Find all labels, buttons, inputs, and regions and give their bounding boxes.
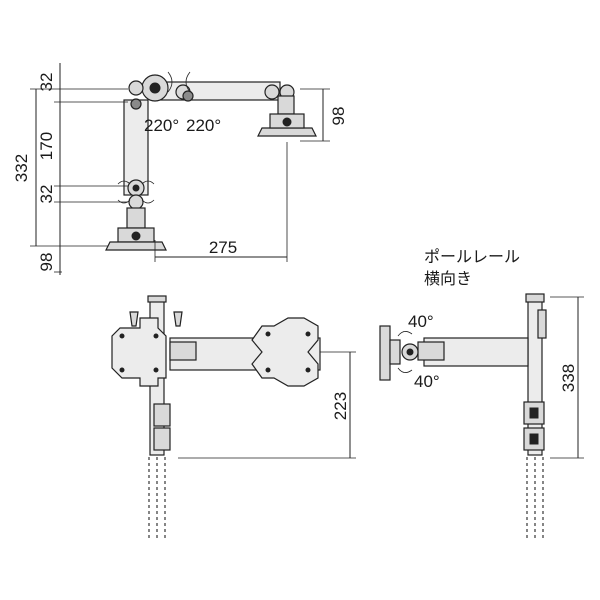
angle-220-left: 220° (144, 116, 179, 135)
right-clamp-post (277, 95, 295, 115)
vertical-arm-segment (123, 99, 149, 196)
angle-220-right: 220° (186, 116, 221, 135)
dim-32-mid: 32 (37, 185, 56, 204)
dim-332: 332 (12, 154, 31, 182)
front-dimension-lines (178, 351, 356, 459)
pole-clamp-lower (153, 427, 171, 451)
rotation-arrow-left (167, 71, 173, 93)
dim-98-left: 98 (37, 253, 56, 272)
side-monitor-plate (379, 325, 391, 381)
dim-275: 275 (209, 238, 237, 257)
horizontal-arm-segment (149, 81, 281, 101)
left-clamp-post (126, 207, 146, 229)
tilt-arrow-up (397, 331, 413, 337)
left-vesa-plate (111, 317, 167, 387)
right-knob-bolt (173, 311, 183, 327)
top-arm-assembly (105, 71, 317, 251)
left-clamp-base (105, 241, 167, 251)
angle-40-top: 40° (408, 312, 434, 331)
tilt-arrow-down (397, 367, 413, 373)
dim-223: 223 (331, 392, 350, 420)
dim-98-right: 98 (329, 107, 348, 126)
left-knob-bolt (129, 311, 139, 327)
right-clamp-base (257, 127, 317, 137)
dim-338: 338 (559, 364, 578, 392)
pole-rail-label-line1: ポールレール (424, 247, 520, 266)
side-dimension-lines (550, 296, 584, 459)
pole-rail-label-line2: 横向き (424, 269, 472, 288)
dim-170: 170 (37, 132, 56, 160)
pole-clamp-upper (153, 403, 171, 427)
dim-32-top: 32 (37, 73, 56, 92)
side-view-assembly (379, 293, 547, 540)
rotation-arrow-right (185, 71, 191, 93)
front-view-assembly (111, 295, 321, 540)
top-dimension-lines (30, 63, 330, 275)
angle-40-bottom: 40° (414, 372, 440, 391)
top-left-pivot (128, 80, 144, 96)
right-vesa-plate (251, 317, 319, 387)
